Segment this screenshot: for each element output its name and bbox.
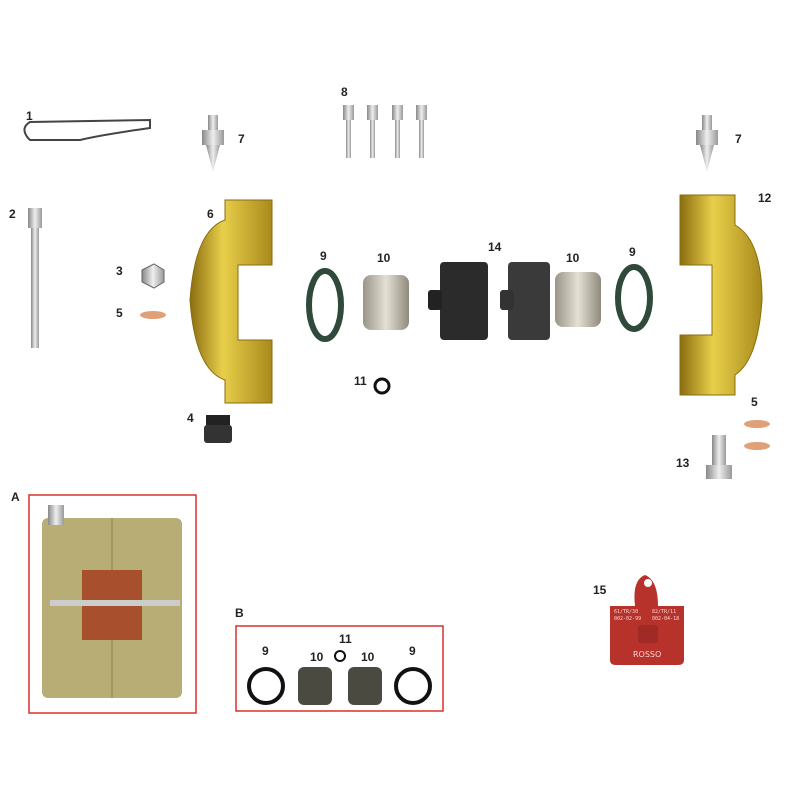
pad-code-2a: 82/TR/11 [652,609,676,615]
group-a-box [28,494,197,714]
piston [298,667,332,705]
o-ring [334,650,346,662]
seal-ring [306,268,344,342]
o-ring [373,377,391,395]
part-label: 6 [207,207,214,221]
caliper-half-right [679,194,763,396]
part-label: 8 [341,85,348,99]
part-label: 10 [310,650,324,664]
piston [363,275,409,330]
long-bolt [28,208,42,348]
seal-ring [394,667,432,705]
copper-washer [744,442,770,450]
part-label: 7 [735,132,742,146]
part-label: 2 [9,207,16,221]
seal-ring [247,667,285,705]
piston [348,667,382,705]
part-label: 10 [566,251,580,265]
part-label: 15 [593,583,607,597]
seal-ring [615,264,653,332]
part-label: 9 [262,644,269,658]
bleeder-screw-right [696,115,718,172]
part-label: 12 [758,191,772,205]
part-label: 11 [339,632,352,646]
nut [141,263,165,289]
part-label: 11 [354,374,367,388]
caliper-half-left [189,199,273,404]
assembled-caliper [42,505,182,698]
group-label: A [11,490,20,504]
brake-pad-back [500,262,550,340]
pad-code-1a: 61/TR/30 [614,609,638,615]
brake-pad-front [428,262,488,340]
part-label: 3 [116,264,123,278]
pad-code-2b: 002-04-18 [652,616,679,622]
part-label: 4 [187,411,194,425]
part-label: 5 [116,306,123,320]
pad-name: ROSSO [633,650,661,659]
banjo-bolt [706,435,732,479]
part-label: 5 [751,395,758,409]
bleeder-screw-left [202,115,224,172]
group-label: B [235,606,244,620]
part-label: 13 [676,456,690,470]
part-label: 14 [488,240,502,254]
part-label: 7 [238,132,245,146]
spring-clip [23,118,151,141]
plug [204,415,232,443]
group-b-box [235,625,444,712]
brake-pad-rosso: 61/TR/30 002-02-99 82/TR/11 002-04-18 RO… [610,575,684,665]
part-label: 1 [26,109,33,123]
copper-washer [744,420,770,428]
part-label: 9 [629,245,636,259]
pad-code-1b: 002-02-99 [614,616,641,622]
piston [555,272,601,327]
part-label: 9 [320,249,327,263]
copper-washer [140,311,166,319]
part-label: 9 [409,644,416,658]
bolts-set [343,105,427,158]
part-label: 10 [377,251,391,265]
part-label: 10 [361,650,375,664]
